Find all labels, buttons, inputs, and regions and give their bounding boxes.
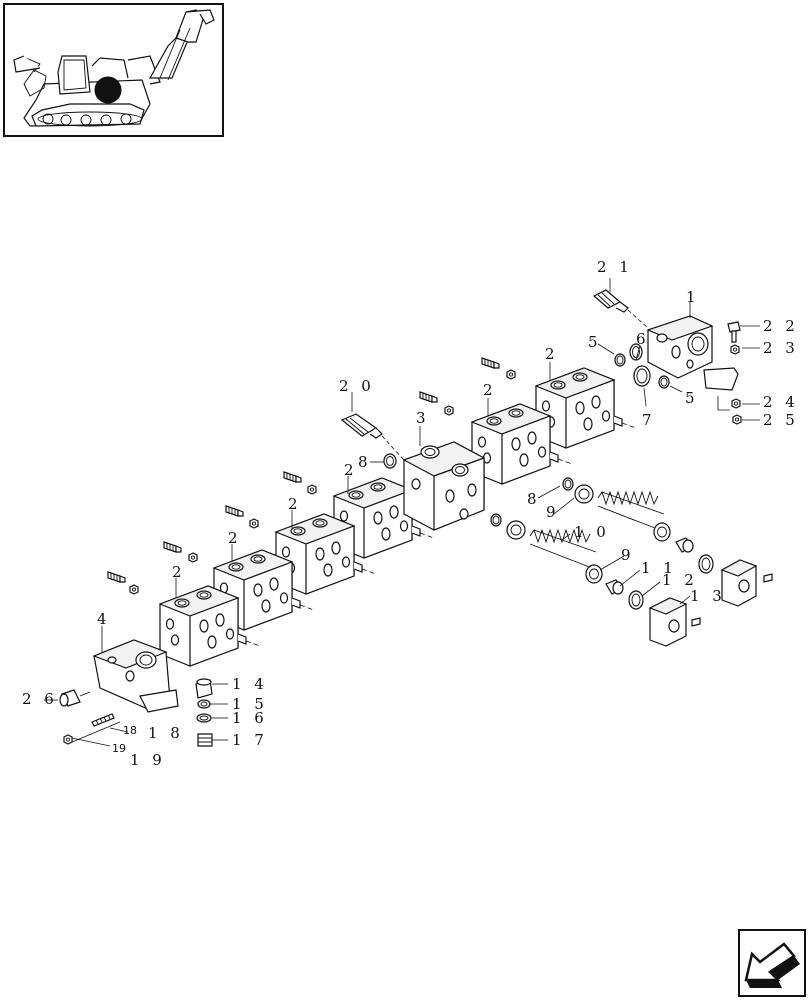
plug-set-a	[481, 357, 516, 380]
section-2-a	[535, 367, 637, 449]
plug-set-e	[163, 541, 198, 563]
plug-26	[59, 689, 91, 707]
callout-18: 1 8	[148, 724, 184, 742]
machine-thumbnail	[3, 3, 224, 137]
callout-22: 2 2	[763, 317, 799, 335]
callout-2-e: 2	[228, 529, 242, 547]
end-cover-1	[646, 315, 739, 411]
spool-parts-14-17	[195, 678, 213, 747]
callout-14: 1 4	[232, 675, 268, 693]
plug-set-c	[283, 471, 317, 495]
callout-26: 2 6	[22, 690, 58, 708]
plug-11	[605, 537, 694, 595]
callout-8-b: 8	[527, 490, 541, 508]
callout-9-a: 9	[546, 503, 560, 521]
callout-9-b: 9	[621, 546, 635, 564]
spring-cap-9-a	[506, 484, 594, 540]
callout-2-a: 2	[545, 345, 559, 363]
callout-1: 1	[686, 288, 700, 306]
nut-25	[732, 414, 742, 425]
inlet-section-3	[402, 441, 486, 531]
callout-7: 7	[642, 411, 656, 429]
spring-cap-9-b	[585, 522, 671, 584]
callout-15: 1 5	[232, 695, 268, 713]
nut-19	[63, 734, 73, 745]
o-ring-8-a	[383, 453, 397, 469]
callout-2-b: 2	[483, 381, 497, 399]
set-screw-18	[91, 713, 115, 727]
o-ring-12	[628, 554, 714, 610]
cover-13	[648, 559, 773, 647]
o-rings-5-6-7	[614, 343, 670, 389]
previous-page-arrow-button[interactable]	[738, 929, 806, 997]
callout-10: 1 0	[574, 523, 610, 541]
callout-6: 6	[636, 330, 650, 348]
callout-20: 2 0	[339, 377, 375, 395]
outlet-section-4	[92, 639, 179, 713]
callout-2-d: 2	[288, 495, 302, 513]
o-ring-8-b	[490, 477, 574, 527]
callout-18-small: 18	[123, 724, 137, 737]
callout-11: 1 1	[641, 559, 677, 577]
washer-24	[731, 398, 741, 409]
callout-19: 1 9	[130, 751, 166, 769]
callout-23: 2 3	[763, 339, 799, 357]
callout-2-c: 2	[344, 461, 358, 479]
callout-2-f: 2	[172, 563, 186, 581]
callout-13: 1 3	[690, 587, 726, 605]
callout-4: 4	[97, 610, 111, 628]
callout-24: 2 4	[763, 393, 799, 411]
callout-5-lower: 5	[685, 389, 699, 407]
callout-19-small: 19	[112, 742, 126, 755]
callout-12: 1 2	[662, 571, 698, 589]
callout-3: 3	[416, 409, 430, 427]
plug-set-f	[107, 571, 139, 595]
callout-8-a: 8	[358, 453, 372, 471]
plug-set-d	[225, 505, 259, 529]
callout-5-upper: 5	[588, 333, 602, 351]
callout-17: 1 7	[232, 731, 268, 749]
washer-23	[730, 344, 740, 355]
leader-lines	[44, 278, 760, 747]
callout-25: 2 5	[763, 411, 799, 429]
callout-16: 1 6	[232, 709, 268, 727]
solenoid-21	[592, 289, 649, 329]
callout-21: 2 1	[597, 258, 633, 276]
solenoid-20	[340, 413, 405, 461]
callout-labels: 2 1 1 2 2 2 3 2 4 2 5 5 6 7 5 2 2 2 0 3 …	[22, 258, 799, 769]
springs-10	[529, 490, 665, 569]
bolt-22	[727, 321, 741, 343]
